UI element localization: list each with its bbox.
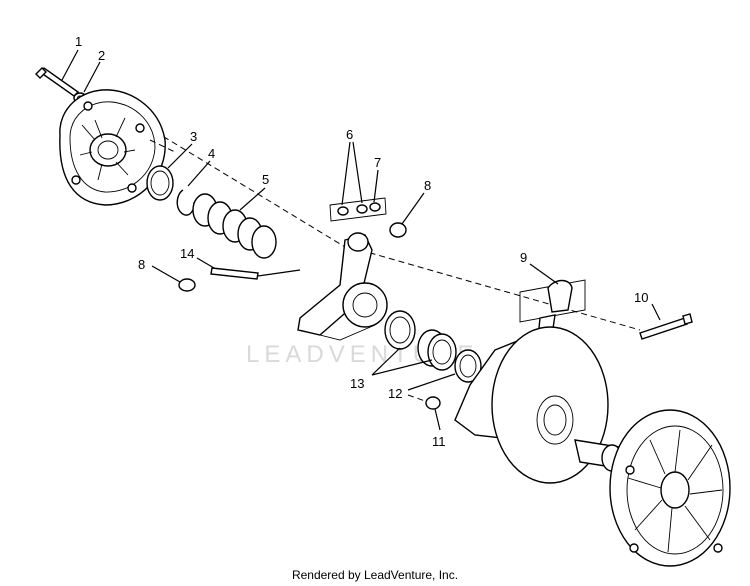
- part-11-nut: [407, 394, 441, 410]
- part-1-bolt: [35, 67, 80, 97]
- leader-8a: [401, 192, 425, 225]
- leader-7: [373, 169, 379, 203]
- part-12-ring: [454, 349, 482, 383]
- callout-8-left: 8: [138, 257, 145, 272]
- callout-4: 4: [208, 146, 215, 161]
- fixed-sheave: [609, 409, 731, 567]
- footer-credit: Rendered by LeadVenture, Inc.: [291, 568, 459, 582]
- leader-6: [341, 141, 363, 206]
- leader-11: [434, 408, 441, 431]
- leader-14: [196, 257, 215, 269]
- callout-13: 13: [350, 376, 364, 391]
- callout-10: 10: [634, 290, 648, 305]
- leader-8b: [151, 265, 181, 283]
- part-8-cap-left: [178, 278, 196, 292]
- leader-2: [83, 61, 101, 93]
- leader-9: [529, 263, 559, 285]
- part-14-pin: [210, 267, 301, 280]
- callout-14: 14: [180, 246, 194, 261]
- callout-5: 5: [262, 172, 269, 187]
- part-5-spring: [192, 193, 277, 259]
- callout-1: 1: [75, 34, 82, 49]
- callout-12: 12: [388, 386, 402, 401]
- leader-3: [167, 143, 193, 169]
- callout-2: 2: [98, 48, 105, 63]
- callout-9: 9: [520, 250, 527, 265]
- leader-13: [371, 347, 433, 376]
- part-6-7-hardware: [329, 197, 387, 222]
- callout-8-upper: 8: [424, 178, 431, 193]
- part-3-bushing: [146, 165, 174, 201]
- assembly-axis-line: [94, 94, 641, 331]
- callout-3: 3: [190, 129, 197, 144]
- callout-11: 11: [432, 434, 446, 449]
- leader-5: [239, 187, 266, 211]
- callout-7: 7: [374, 155, 381, 170]
- leader-4: [187, 160, 211, 187]
- leader-1: [61, 49, 79, 81]
- part-8-cap-upper: [389, 222, 407, 238]
- cover-plate: [59, 89, 176, 206]
- roller-arm: [297, 232, 388, 341]
- part-13-rings: [384, 310, 457, 371]
- callout-6: 6: [346, 127, 353, 142]
- leader-10: [651, 303, 661, 321]
- part-10-bolt: [639, 313, 693, 340]
- part-4-snap-ring: [176, 189, 195, 216]
- leader-12: [407, 373, 456, 391]
